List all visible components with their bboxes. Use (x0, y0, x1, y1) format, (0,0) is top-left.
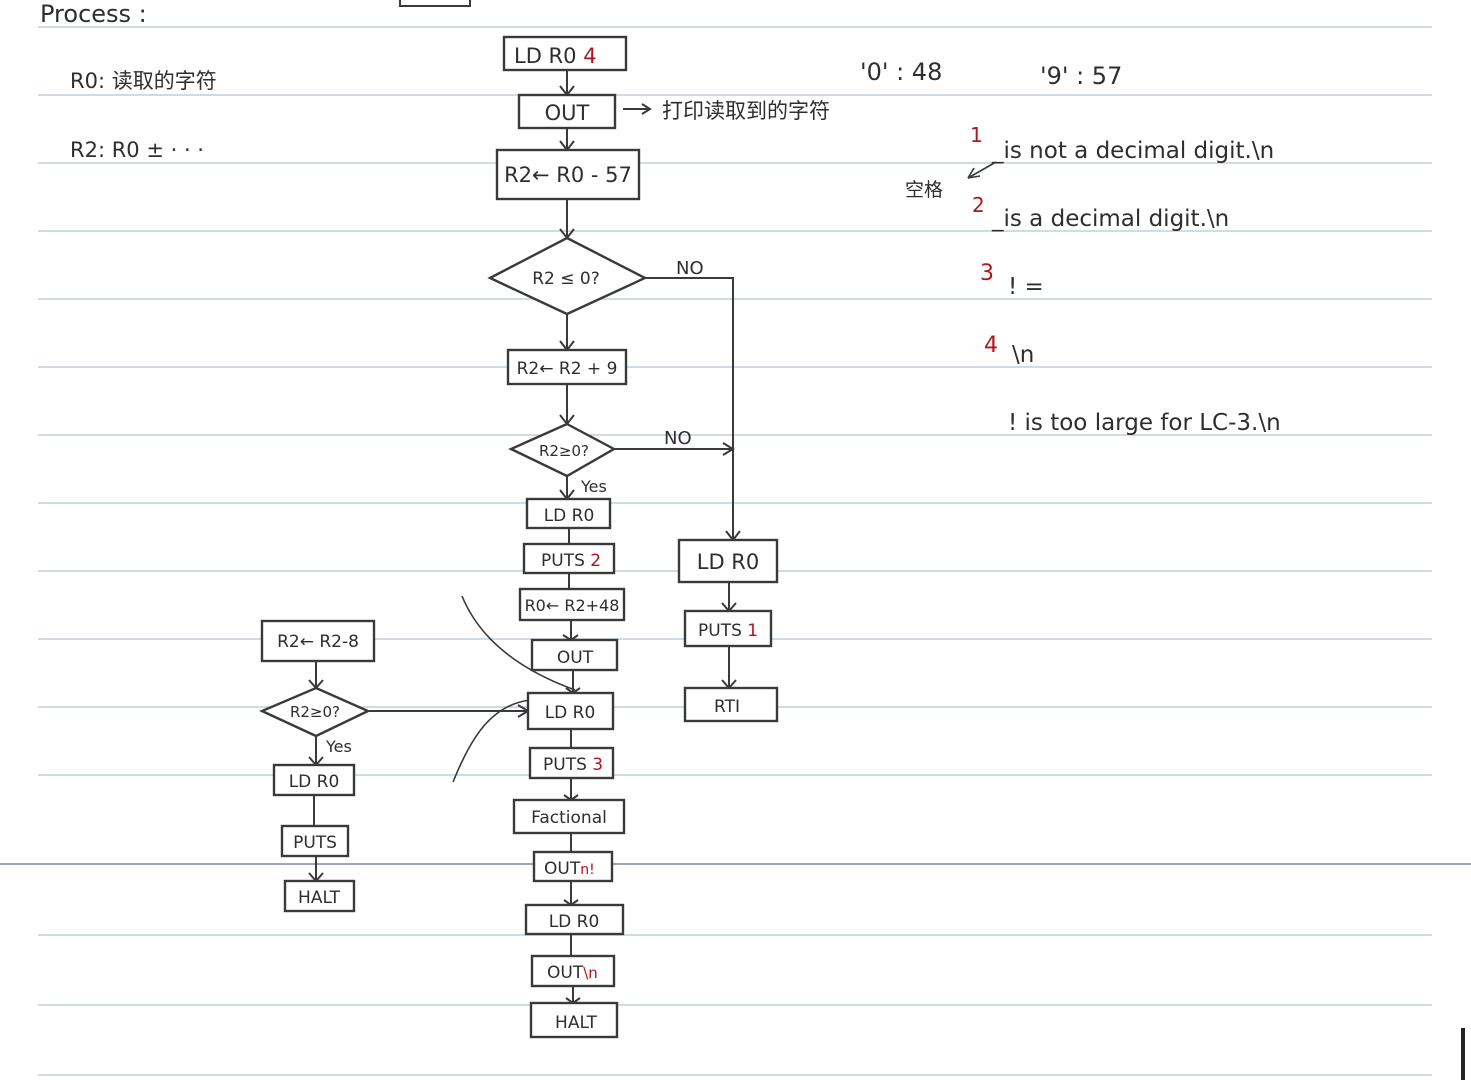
node-puts-1-marker: 1 (747, 621, 758, 641)
node-puts-2: PUTS 2 (522, 542, 616, 575)
node-ld-r0-left-label: LD R0 (289, 772, 340, 792)
node-puts-3-label: PUTS (543, 755, 587, 775)
string-2-text: _is a decimal digit.\n (991, 206, 1229, 232)
node-puts-left-label: PUTS (293, 833, 337, 853)
decision-r2-ge-0-left-label: R2≥0? (290, 703, 340, 721)
node-r2-r2-minus-8-label: R2← R2-8 (277, 632, 359, 652)
node-rti: RTI (683, 686, 779, 723)
svg-text:LD R0 4: LD R0 4 (514, 44, 597, 68)
edge-label-yes-2: Yes (325, 737, 352, 756)
node-out-2: OUT (530, 638, 619, 672)
node-puts-left: PUTS (280, 824, 350, 858)
node-ld-r0-2: LD R0 (525, 497, 612, 530)
decision-r2-le-0-label: R2 ≤ 0? (532, 269, 600, 289)
string-list: 1 _is not a decimal digit.\n 空格 2 _is a … (905, 123, 1281, 436)
node-r0-r2-plus-48: R0← R2+48 (518, 587, 626, 622)
node-ld-r0-4b: LD R0 (524, 903, 625, 936)
node-puts-1-label: PUTS (698, 621, 742, 641)
decision-r2-ge-0: R2≥0? (508, 422, 617, 478)
process-title: Process : (40, 0, 147, 28)
space-pointer-arrow (967, 161, 997, 179)
string-1-text: _is not a decimal digit.\n (991, 138, 1274, 164)
node-ld-r0-3: LD R0 (526, 691, 615, 731)
string-5-text: ! is too large for LC-3.\n (1008, 410, 1281, 436)
edge-label-no-1: NO (676, 258, 704, 279)
node-r2-r0-minus-57: R2← R0 - 57 (495, 148, 641, 201)
svg-text:OUTn!: OUTn! (544, 859, 595, 879)
node-r2-r2-plus-9-label: R2← R2 + 9 (517, 359, 618, 379)
node-ld-r0-left: LD R0 (272, 763, 356, 797)
node-ld-r0-2-label: LD R0 (544, 506, 595, 526)
string-1-number: 1 (970, 123, 983, 147)
node-puts-3-marker: 3 (592, 755, 603, 775)
node-out-n-factorial-label: OUT (544, 859, 581, 879)
node-ld-r0-1: LD R0 (677, 538, 779, 584)
node-rti-label: RTI (714, 697, 740, 717)
svg-text:PUTS 2: PUTS 2 (541, 551, 601, 571)
node-out-newline-marker: \n (583, 964, 598, 982)
loop-curve-upper (461, 595, 576, 691)
r0-description: R0: 读取的字符 (70, 69, 217, 93)
svg-text:OUT\n: OUT\n (547, 963, 598, 983)
node-puts-2-label: PUTS (541, 551, 585, 571)
r2-description: R2: R0 ± · · · (70, 138, 204, 162)
ascii-nine-note: '9' : 57 (1040, 62, 1122, 90)
ascii-zero-note: '0' : 48 (860, 58, 942, 86)
node-factional: Factional (512, 798, 626, 835)
string-4-number: 4 (984, 333, 998, 358)
string-2-number: 2 (972, 193, 985, 217)
node-out-newline-label: OUT (547, 963, 584, 983)
node-ld-r0-1-label: LD R0 (697, 550, 760, 574)
svg-text:PUTS 1: PUTS 1 (698, 621, 758, 641)
space-pointer-arrowhead (967, 167, 981, 179)
node-out-1: OUT (517, 93, 617, 130)
node-halt-left: HALT (283, 879, 356, 913)
node-halt-main: HALT (529, 1001, 619, 1039)
loop-curve-lower (452, 699, 531, 783)
string-3-text: ! = (1008, 274, 1044, 300)
string-4-text: \n (1012, 342, 1034, 368)
node-r2-r2-plus-9: R2← R2 + 9 (506, 348, 628, 386)
node-out-1-label: OUT (545, 101, 590, 125)
node-puts-2-marker: 2 (590, 551, 601, 571)
node-ld-r0-4-label: LD R0 (514, 44, 577, 68)
node-ld-r0-4-marker: 4 (583, 44, 596, 68)
node-r2-r0-minus-57-label: R2← R0 - 57 (504, 163, 632, 187)
node-ld-r0-4b-label: LD R0 (549, 912, 600, 932)
node-r2-r2-minus-8: R2← R2-8 (260, 619, 376, 663)
edge-label-yes-1: Yes (580, 477, 607, 496)
node-puts-3: PUTS 3 (528, 746, 615, 780)
decision-r2-le-0: R2 ≤ 0? (487, 236, 648, 316)
decision-r2-ge-0-label: R2≥0? (539, 442, 589, 460)
out-note-arrowhead (641, 103, 652, 115)
out-note-text: 打印读取到的字符 (662, 99, 830, 123)
node-out-n-factorial-marker: n! (580, 862, 595, 878)
node-r0-r2-plus-48-label: R0← R2+48 (525, 596, 620, 615)
node-ld-r0-3-label: LD R0 (545, 703, 596, 723)
node-out-2-label: OUT (557, 648, 594, 668)
svg-text:PUTS 3: PUTS 3 (543, 755, 603, 775)
node-out-newline: OUT\n (530, 954, 616, 988)
edge-label-no-2: NO (664, 428, 692, 449)
space-label: 空格 (905, 179, 943, 201)
node-halt-left-label: HALT (298, 888, 341, 908)
node-out-n-factorial: OUTn! (532, 850, 614, 883)
node-puts-1: PUTS 1 (683, 609, 773, 648)
node-halt-main-label: HALT (555, 1013, 598, 1033)
decision-r2-ge-0-left: R2≥0? (259, 686, 371, 738)
node-factional-label: Factional (531, 808, 607, 828)
string-3-number: 3 (980, 261, 994, 286)
node-ld-r0-4: LD R0 4 (502, 35, 628, 72)
